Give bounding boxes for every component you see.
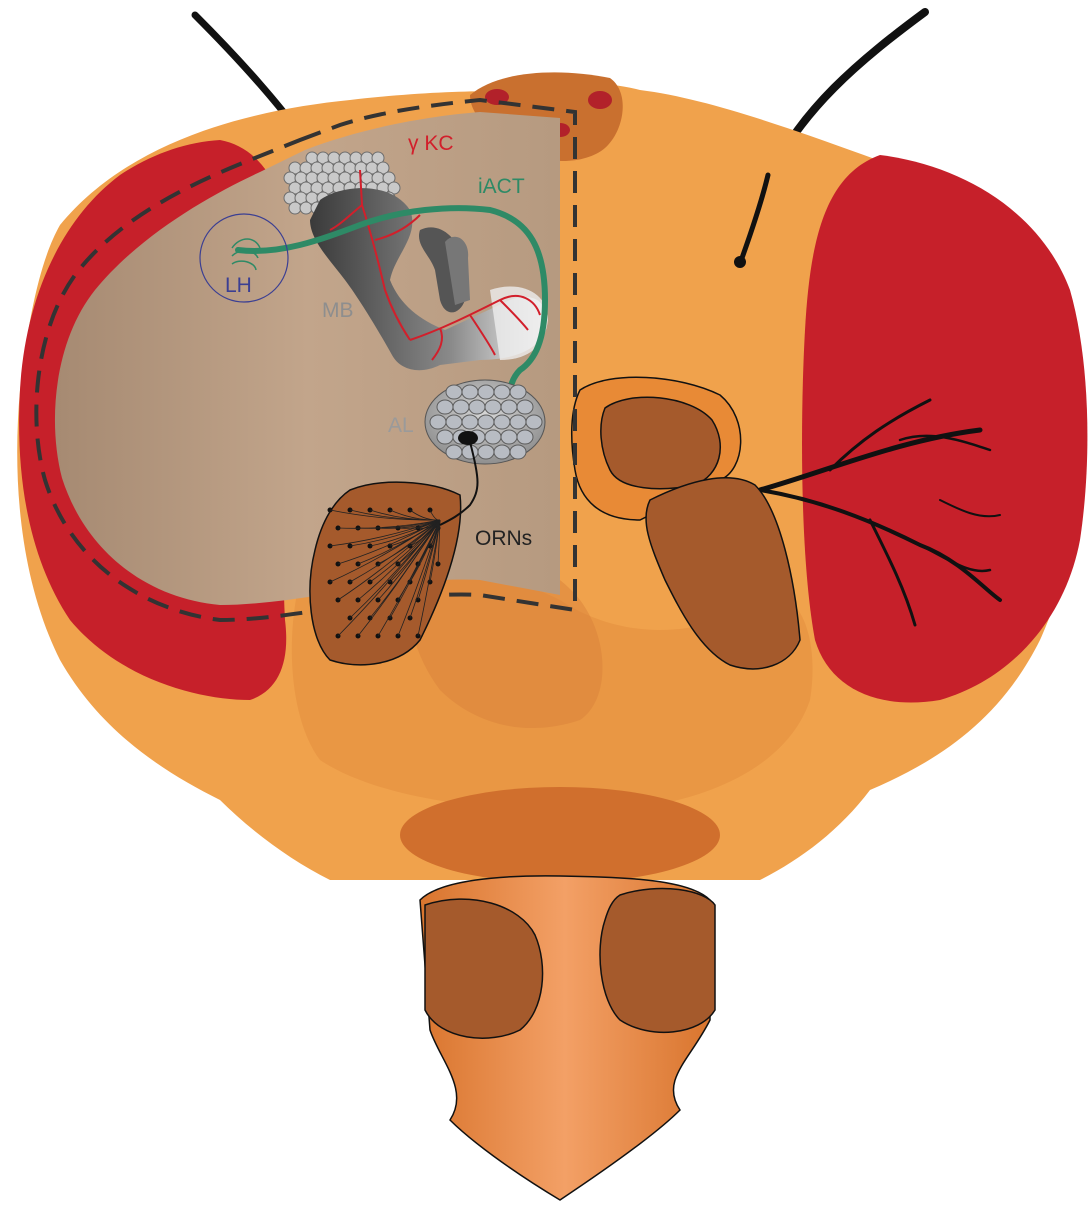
lh-label: LH (225, 274, 252, 297)
glomerulus (501, 400, 517, 414)
kenyon-cell-body (300, 202, 312, 214)
glomerulus (485, 430, 501, 444)
glomerulus (462, 415, 478, 429)
glomerulus (517, 400, 533, 414)
glomerulus (446, 415, 462, 429)
glomerulus (469, 400, 485, 414)
al-label: AL (388, 414, 414, 437)
antennal-lobe-icon (425, 380, 545, 464)
glomerulus (437, 430, 453, 444)
glomerulus (437, 400, 453, 414)
glomerulus (446, 385, 462, 399)
iact-label: iACT (478, 175, 525, 198)
glomerulus (494, 385, 510, 399)
orns-label: ORNs (475, 527, 532, 550)
glomerulus (517, 430, 533, 444)
right-compound-eye (802, 155, 1087, 703)
glomerulus (430, 415, 446, 429)
glomerulus (478, 445, 494, 459)
glomerulus (478, 385, 494, 399)
glomerulus (526, 415, 542, 429)
kenyon-cell-body (289, 202, 301, 214)
glomerulus (478, 415, 494, 429)
glomerulus (510, 415, 526, 429)
glomerulus (446, 445, 462, 459)
glomerulus (462, 385, 478, 399)
gamma-kc-label: γ KC (408, 132, 454, 155)
glomerulus (501, 430, 517, 444)
glomerulus (485, 400, 501, 414)
neck-icon (400, 787, 720, 1200)
glomerulus (494, 415, 510, 429)
glomerulus (494, 445, 510, 459)
glomerulus (510, 385, 526, 399)
glomerulus (462, 445, 478, 459)
glomerulus (453, 400, 469, 414)
mb-label: MB (322, 299, 354, 322)
glomerulus (510, 445, 526, 459)
